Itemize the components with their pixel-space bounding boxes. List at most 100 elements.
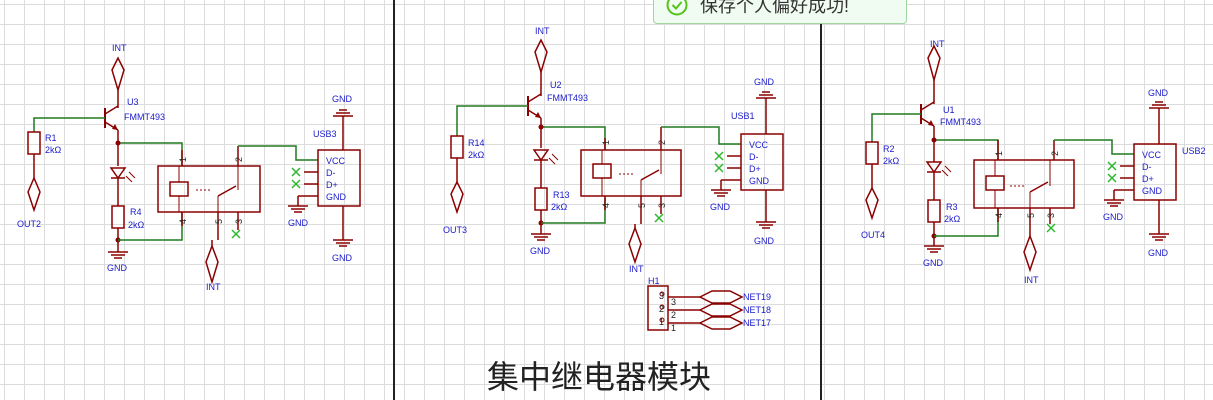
resistor-led-ref: R13 (553, 190, 570, 200)
transistor-u2[interactable] (527, 93, 542, 119)
usb-pin-dp: D+ (326, 180, 338, 190)
relay-pin-3: 3 (234, 219, 244, 224)
module-3[interactable]: INT U1 FMMT493 R2 2kΩ OUT4 R3 2kΩ (861, 39, 1206, 285)
usb-pin-gnd: GND (326, 192, 347, 202)
gnd-label-usb-bottom: GND (754, 236, 775, 246)
gnd-symbol-usb-top (333, 109, 353, 117)
usb-pin-vcc: VCC (326, 156, 346, 166)
net-label-18: NET18 (743, 305, 771, 315)
usb-pin-dp: D+ (749, 164, 761, 174)
gnd-label-usb-left: GND (710, 202, 731, 212)
resistor-led-ref: R3 (946, 202, 958, 212)
gnd-symbol-led (108, 251, 128, 259)
relay-int-port[interactable] (1023, 233, 1037, 273)
usb-pin-gnd: GND (749, 176, 770, 186)
header-pin-1: 1 (659, 317, 664, 327)
resistor-r1[interactable] (27, 131, 41, 155)
int-label-top: INT (535, 26, 550, 36)
resistor-ref: R1 (45, 133, 57, 143)
net-port-18[interactable] (698, 303, 744, 317)
gnd-symbol-usb-left (1104, 199, 1124, 207)
int-label-top: INT (930, 39, 945, 49)
usb-pin-dm: D- (1142, 162, 1152, 172)
resistor-led-value: 2kΩ (944, 214, 961, 224)
gnd-label-usb-left: GND (1103, 212, 1124, 222)
relay-pin-2: 2 (657, 140, 667, 145)
out-port-label: OUT4 (861, 230, 885, 240)
relay-int-port[interactable] (205, 243, 219, 285)
gnd-symbol-led (531, 233, 551, 241)
resistor-ref: R2 (883, 144, 895, 154)
int-port-top[interactable] (111, 56, 125, 93)
gnd-symbol-usb-left (711, 189, 731, 197)
usb-nc-marks (1107, 161, 1117, 183)
usb-pin-vcc: VCC (749, 140, 769, 150)
usb-pin-dm: D- (326, 168, 336, 178)
usb-connector[interactable] (740, 133, 784, 191)
int-port-top[interactable] (534, 38, 548, 75)
module-2[interactable]: INT U2 FMMT493 R14 2kΩ OUT3 R13 2kΩ (443, 26, 784, 274)
relay-pin-5: 5 (637, 203, 647, 208)
transistor-u3[interactable] (104, 105, 119, 131)
check-circle-icon (666, 0, 688, 16)
relay-pin-1: 1 (178, 157, 188, 162)
toast-notification[interactable]: 保存个人偏好成功! (653, 0, 907, 24)
gnd-label-usb-top: GND (1148, 88, 1169, 98)
out-port-label: OUT3 (443, 225, 467, 235)
header-ref: H1 (648, 276, 660, 286)
header-h1[interactable]: H1 3 2 1 3 2 1 NET19 NET18 NET17 (647, 276, 771, 333)
relay-int-label: INT (629, 264, 644, 274)
out-port[interactable] (450, 180, 464, 215)
relay[interactable] (580, 149, 682, 197)
gnd-symbol-usb-top (756, 91, 776, 99)
relay-pin-5: 5 (214, 219, 224, 224)
toast-message: 保存个人偏好成功! (700, 0, 850, 16)
usb-connector[interactable] (317, 149, 361, 207)
usb-pin-dp: D+ (1142, 174, 1154, 184)
led-d[interactable] (925, 161, 952, 177)
usb-pin-dm: D- (749, 152, 759, 162)
gnd-symbol-usb-bottom (756, 221, 776, 229)
gnd-symbol-usb-bottom (1149, 233, 1169, 241)
relay-pin-2: 2 (1050, 151, 1060, 156)
resistor-r2[interactable] (865, 141, 879, 165)
resistor-r14[interactable] (450, 135, 464, 159)
usb-connector[interactable] (1133, 143, 1177, 201)
net-label-17: NET17 (743, 318, 771, 328)
resistor-r4[interactable] (111, 205, 125, 229)
resistor-r13[interactable] (534, 187, 548, 211)
relay-pin-3: 3 (657, 203, 667, 208)
resistor-value: 2kΩ (883, 156, 900, 166)
int-port-top[interactable] (927, 44, 941, 83)
out-port[interactable] (865, 186, 879, 221)
int-label-top: INT (112, 43, 127, 53)
relay-pin-4: 4 (601, 203, 611, 208)
header-pin-label-1: 1 (671, 323, 676, 333)
usb-nc-marks (714, 151, 724, 173)
relay-pin-4: 4 (994, 213, 1004, 218)
relay-pin-1: 1 (601, 140, 611, 145)
relay[interactable] (157, 165, 261, 213)
resistor-r3[interactable] (927, 199, 941, 223)
net-port-17[interactable] (698, 316, 744, 330)
transistor-u1[interactable] (920, 101, 935, 127)
out-port[interactable] (27, 176, 41, 213)
out-port-label: OUT2 (17, 219, 41, 229)
relay-int-port[interactable] (628, 225, 642, 265)
led-d[interactable] (532, 149, 559, 165)
transistor-ref: U3 (127, 97, 139, 107)
relay[interactable] (973, 159, 1075, 209)
gnd-symbol-led (924, 245, 944, 253)
net-port-19[interactable] (698, 290, 744, 304)
gnd-symbol-usb-left (288, 205, 308, 213)
transistor-value: FMMT493 (940, 117, 981, 127)
gnd-label-led: GND (530, 246, 551, 256)
gnd-label-usb-left: GND (288, 218, 309, 228)
module-1[interactable]: INT U3 FMMT493 R1 2kΩ OUT2 (17, 43, 361, 292)
led-d[interactable] (109, 167, 136, 183)
resistor-led-value: 2kΩ (128, 220, 145, 230)
gnd-label-usb-bottom: GND (332, 253, 353, 263)
resistor-ref: R14 (468, 138, 485, 148)
